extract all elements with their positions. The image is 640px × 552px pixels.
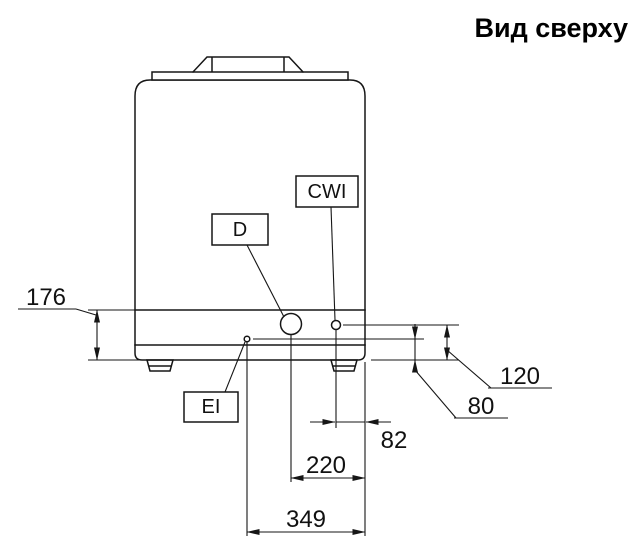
callout-cwi-label: CWI <box>308 181 347 203</box>
dim-176-leader <box>75 308 97 316</box>
callout-cwi-box <box>295 175 359 208</box>
dimension-120: 120 <box>444 324 552 390</box>
callout-ei: EI <box>183 341 246 423</box>
callout-ei-box <box>183 391 239 423</box>
dimension-349: 349 <box>246 506 366 535</box>
callout-d-label: D <box>233 219 247 241</box>
extension-lines <box>88 309 459 536</box>
callout-d: D <box>211 213 285 318</box>
foot-right <box>330 359 358 372</box>
tank <box>134 56 366 372</box>
port-cwi-circle <box>330 319 342 331</box>
dimension-176: 176 <box>18 284 100 361</box>
dimension-220: 220 <box>290 452 366 481</box>
dim-220-value: 220 <box>306 452 346 479</box>
foot-left <box>146 359 174 372</box>
page-title: Вид сверху <box>474 13 628 43</box>
dim-176-value: 176 <box>26 284 66 311</box>
callout-ei-label: EI <box>202 396 221 418</box>
dim-120-leader <box>446 349 492 389</box>
leader-d <box>246 244 285 318</box>
dim-120-value: 120 <box>500 363 540 390</box>
tank-body-outline <box>134 79 366 346</box>
leader-ei <box>224 341 246 393</box>
port-d-circle <box>279 312 303 336</box>
tank-lid-plate <box>151 71 349 81</box>
dim-80-leader <box>414 369 457 419</box>
dim-80-value: 80 <box>468 393 495 420</box>
port-ei-circle <box>243 335 251 343</box>
dim-82-value: 82 <box>381 427 408 454</box>
dim-349-value: 349 <box>286 506 326 533</box>
callout-cwi: CWI <box>295 175 359 321</box>
tank-lid-handle <box>191 56 305 74</box>
dimension-80: 80 <box>412 324 508 420</box>
callout-d-box <box>211 213 269 246</box>
leader-cwi <box>330 206 336 321</box>
tank-base-band <box>134 344 366 361</box>
dimension-82: 82 <box>310 419 408 454</box>
